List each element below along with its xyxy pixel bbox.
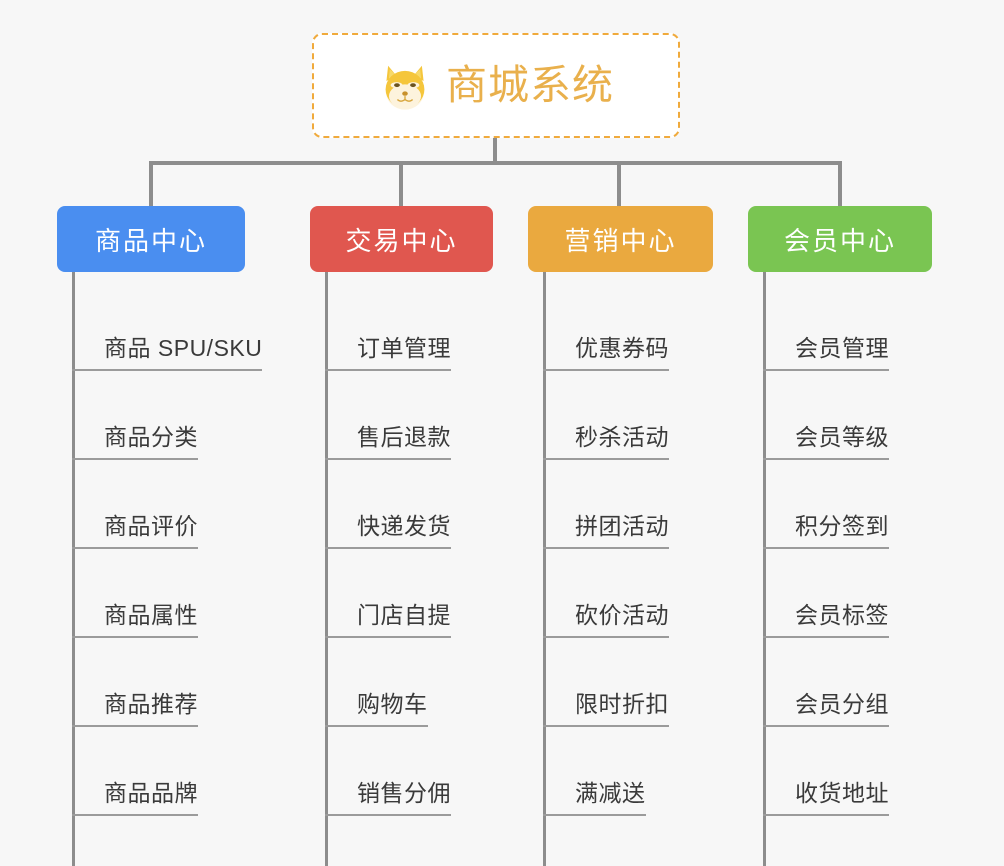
list-item[interactable]: 会员等级: [763, 371, 889, 460]
list-item[interactable]: 门店自提: [325, 549, 451, 638]
list-item-label: 订单管理: [357, 335, 451, 361]
list-item-label: 商品品牌: [104, 780, 198, 806]
list-item[interactable]: 拼团活动: [543, 460, 669, 549]
list-item-label: 砍价活动: [575, 602, 669, 628]
list-item[interactable]: 秒杀活动: [543, 371, 669, 460]
list-item[interactable]: 商品推荐: [72, 638, 198, 727]
list-item[interactable]: 砍价活动: [543, 549, 669, 638]
list-item[interactable]: 积分签到: [763, 460, 889, 549]
root-node[interactable]: 商城系统: [312, 33, 680, 138]
list-item[interactable]: 商品评价: [72, 460, 198, 549]
category-title: 商品中心: [94, 225, 207, 256]
list-item[interactable]: 满减送: [543, 727, 646, 816]
list-item-label: 会员等级: [795, 424, 889, 450]
list-item[interactable]: 订单管理: [325, 282, 451, 371]
list-item[interactable]: 商品 SPU/SKU: [72, 282, 263, 371]
category-header-product-center[interactable]: 商品中心: [57, 206, 245, 272]
category-title: 会员中心: [783, 225, 896, 256]
list-item-label: 秒杀活动: [575, 424, 669, 450]
list-item[interactable]: 购物车: [325, 638, 428, 727]
category-header-trade-center[interactable]: 交易中心: [310, 206, 493, 272]
category-title: 交易中心: [345, 225, 458, 256]
leaf-list-member-center: 会员管理 会员等级 积分签到 会员标签 会员分组 收货地址: [748, 272, 1004, 866]
list-item-label: 会员管理: [795, 335, 889, 361]
leaf-list-trade-center: 订单管理 售后退款 快递发货 门店自提 购物车 销售分佣: [310, 272, 570, 866]
list-item-label: 收货地址: [795, 780, 889, 806]
column-trade-center: 交易中心 订单管理 售后退款 快递发货 门店自提 购物车 销售分佣: [310, 206, 570, 866]
list-item[interactable]: 会员标签: [763, 549, 889, 638]
list-item-label: 限时折扣: [575, 691, 669, 717]
list-item-label: 快递发货: [357, 513, 451, 539]
list-item-label: 商品推荐: [104, 691, 198, 717]
list-item-label: 商品评价: [104, 513, 198, 539]
connector-trunk: [543, 272, 546, 866]
list-item[interactable]: 商品品牌: [72, 727, 198, 816]
connector-trunk: [72, 272, 75, 866]
column-marketing-center: 营销中心 优惠券码 秒杀活动 拼团活动 砍价活动 限时折扣 满减送: [528, 206, 788, 866]
list-item-label: 商品分类: [104, 424, 198, 450]
column-product-center: 商品中心 商品 SPU/SKU 商品分类 商品评价 商品属性 商品推荐 商品品牌: [57, 206, 357, 866]
category-header-marketing-center[interactable]: 营销中心: [528, 206, 713, 272]
list-item-label: 商品属性: [104, 602, 198, 628]
list-item[interactable]: 商品属性: [72, 549, 198, 638]
connector-horizontal-bus: [149, 161, 842, 165]
list-item[interactable]: 收货地址: [763, 727, 889, 816]
connector-drop-member-center: [838, 161, 842, 208]
list-item-label: 售后退款: [357, 424, 451, 450]
list-item[interactable]: 优惠券码: [543, 282, 669, 371]
list-item[interactable]: 商品分类: [72, 371, 198, 460]
list-item[interactable]: 快递发货: [325, 460, 451, 549]
list-item-label: 会员分组: [795, 691, 889, 717]
mindmap-canvas: 商城系统 商品中心 商品 SPU/SKU 商品分类 商品评价 商品属性 商品推荐…: [57, 33, 1004, 866]
list-item[interactable]: 销售分佣: [325, 727, 451, 816]
list-item[interactable]: 会员分组: [763, 638, 889, 727]
connector-drop-trade-center: [399, 161, 403, 208]
list-item-label: 会员标签: [795, 602, 889, 628]
connector-trunk: [763, 272, 766, 866]
shiba-dog-face-icon: [378, 59, 432, 113]
leaf-list-marketing-center: 优惠券码 秒杀活动 拼团活动 砍价活动 限时折扣 满减送: [528, 272, 788, 866]
list-item-label: 商品 SPU/SKU: [104, 335, 263, 361]
connector-trunk: [325, 272, 328, 866]
connector-root-stem: [493, 138, 497, 165]
list-item[interactable]: 售后退款: [325, 371, 451, 460]
list-item[interactable]: 限时折扣: [543, 638, 669, 727]
list-item-label: 拼团活动: [575, 513, 669, 539]
column-member-center: 会员中心 会员管理 会员等级 积分签到 会员标签 会员分组 收货地址: [748, 206, 1004, 866]
category-title: 营销中心: [564, 225, 677, 256]
connector-drop-marketing-center: [617, 161, 621, 208]
list-item-label: 积分签到: [795, 513, 889, 539]
list-item-label: 门店自提: [357, 602, 451, 628]
list-item-label: 满减送: [575, 780, 646, 806]
list-item-label: 销售分佣: [357, 780, 451, 806]
list-item[interactable]: 会员管理: [763, 282, 889, 371]
list-item-label: 优惠券码: [575, 335, 669, 361]
root-title: 商城系统: [446, 62, 614, 108]
category-header-member-center[interactable]: 会员中心: [748, 206, 932, 272]
connector-drop-product-center: [149, 161, 153, 208]
list-item-label: 购物车: [357, 691, 428, 717]
leaf-list-product-center: 商品 SPU/SKU 商品分类 商品评价 商品属性 商品推荐 商品品牌: [57, 272, 357, 866]
